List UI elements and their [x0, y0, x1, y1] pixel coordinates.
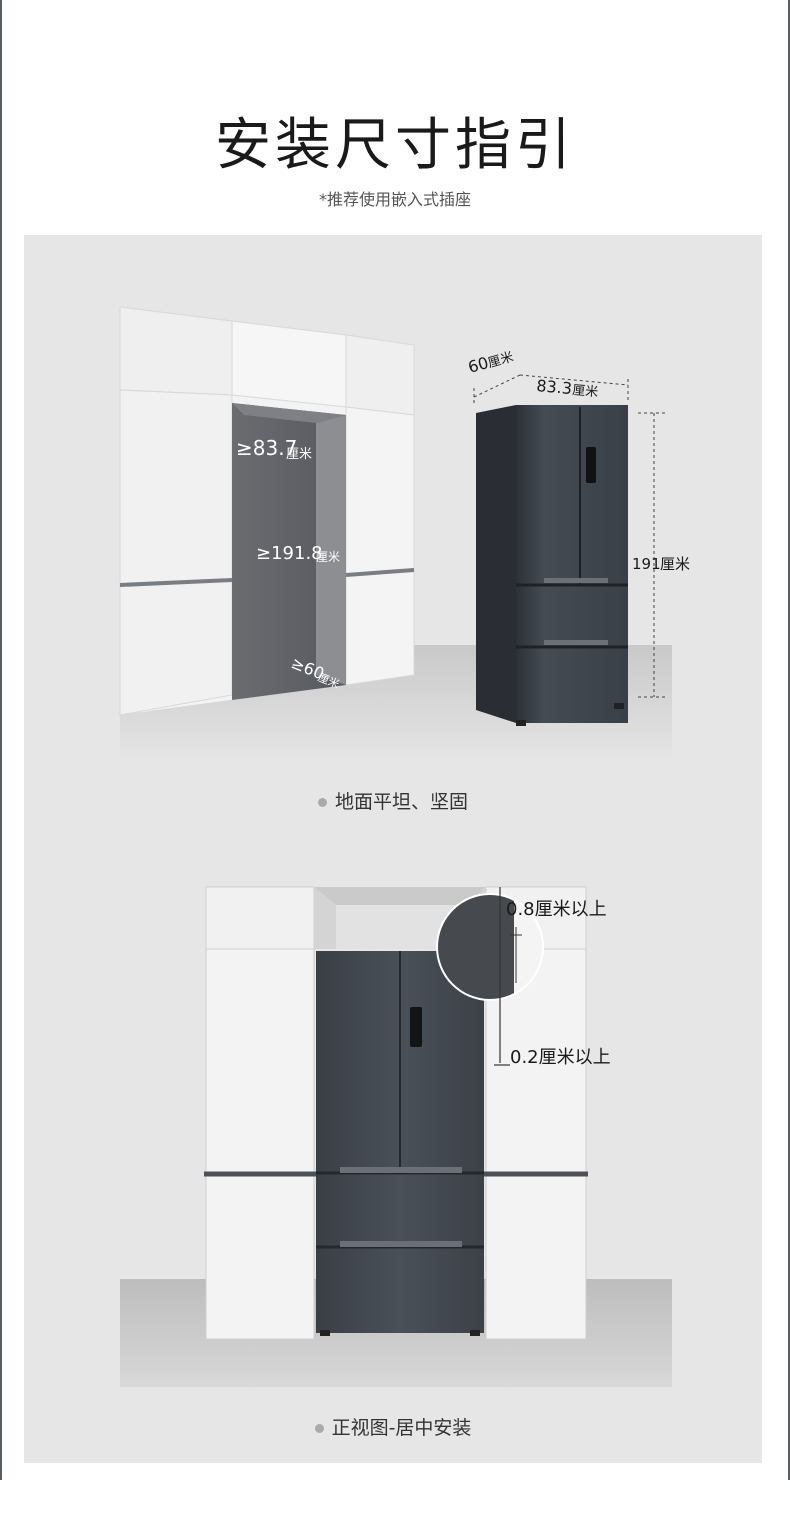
fridge-dimension-lines	[473, 374, 666, 698]
left-cabinet	[204, 886, 316, 1340]
frame-right-edge	[788, 0, 790, 1480]
fridge-height-unit: 厘米	[660, 555, 690, 573]
cabinet-height-value: ≥191.8	[256, 543, 323, 564]
caption-floor: 地面平坦、坚固	[24, 787, 762, 814]
frame-left-edge	[0, 0, 2, 1480]
content-panel: ≥83.7 厘米 ≥191.8 厘米 ≥60 厘米	[24, 235, 762, 1463]
fridge-depth-value: 60	[466, 353, 491, 377]
fridge-front	[316, 951, 484, 1336]
bullet-dot-icon	[314, 1424, 324, 1433]
gap-magnifier	[436, 893, 544, 1001]
cabinet-width-unit: 厘米	[286, 447, 312, 462]
caption-front-view-text: 正视图-居中安装	[331, 1417, 472, 1439]
fridge-3d	[476, 405, 628, 726]
cabinet-opening	[232, 403, 346, 700]
fridge-height-value: 191	[632, 555, 661, 573]
fridge-width-unit: 厘米	[572, 383, 599, 400]
caption-front-view: 正视图-居中安装	[24, 1413, 762, 1440]
fridge-width-value: 83.3	[536, 376, 573, 398]
front-view-scene: 0.8厘米以上 0.2厘米以上	[120, 886, 672, 1387]
fridge-depth-unit: 厘米	[486, 350, 515, 372]
cabinet-height-unit: 厘米	[316, 550, 340, 564]
top-gap-label: 0.8厘米以上	[506, 899, 607, 920]
caption-floor-text: 地面平坦、坚固	[334, 791, 468, 813]
page-title: 安装尺寸指引	[215, 113, 575, 178]
installation-scene-cabinet-and-fridge: ≥83.7 厘米 ≥191.8 厘米 ≥60 厘米	[119, 306, 690, 757]
side-gap-label: 0.2厘米以上	[510, 1047, 611, 1068]
page-subtitle: *推荐使用嵌入式插座	[318, 190, 471, 209]
cabinet-wall	[119, 306, 415, 716]
cabinet-width-value: ≥83.7	[236, 436, 297, 460]
gap-dimension-lines	[494, 887, 510, 1066]
bullet-dot-icon	[317, 798, 327, 807]
